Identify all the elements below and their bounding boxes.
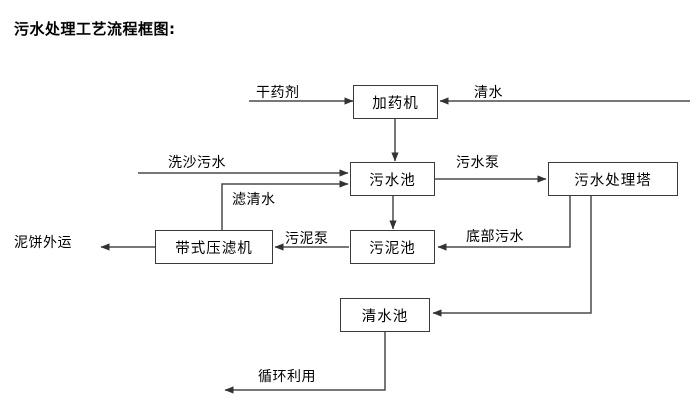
node-sewage-pool[interactable]: 污水池 [350, 162, 435, 196]
node-clean-water-pool[interactable]: 清水池 [340, 298, 430, 332]
edge-label-sewage-pump: 污水泵 [456, 155, 500, 171]
edge-label-bottom-sewage: 底部污水 [466, 229, 524, 245]
node-label: 加药机 [372, 95, 419, 112]
node-label: 污水池 [369, 172, 416, 189]
node-label: 污泥池 [369, 240, 416, 257]
edge-label-filtered-clear-water: 滤清水 [232, 192, 276, 208]
page-title: 污水处理工艺流程框图: [14, 20, 176, 38]
wire-bottom-sewage-to-sludge-pool [437, 195, 571, 251]
edge-label-dry-agent: 干药剂 [256, 85, 300, 101]
wire-tower-to-clean-water-pool [432, 195, 592, 317]
node-belt-filter-press[interactable]: 带式压滤机 [155, 230, 273, 264]
wire-clean-water-recycle [224, 331, 386, 394]
edge-label-mud-cake-transport: 泥饼外运 [14, 235, 72, 251]
edge-label-clean-water-in: 清水 [474, 85, 503, 101]
node-label: 污水处理塔 [574, 172, 652, 189]
edge-label-recycle-reuse: 循环利用 [258, 369, 316, 385]
node-sludge-pool[interactable]: 污泥池 [350, 230, 435, 264]
edge-label-sand-washing-sewage: 洗沙污水 [168, 155, 226, 171]
node-dosing-machine[interactable]: 加药机 [353, 85, 438, 119]
edge-label-sludge-pump: 污泥泵 [285, 231, 329, 247]
node-label: 清水池 [361, 308, 409, 325]
wire-filtered-water-to-sewage-pool [221, 180, 349, 230]
node-label: 带式压滤机 [175, 240, 253, 257]
node-sewage-treatment-tower[interactable]: 污水处理塔 [548, 162, 678, 196]
